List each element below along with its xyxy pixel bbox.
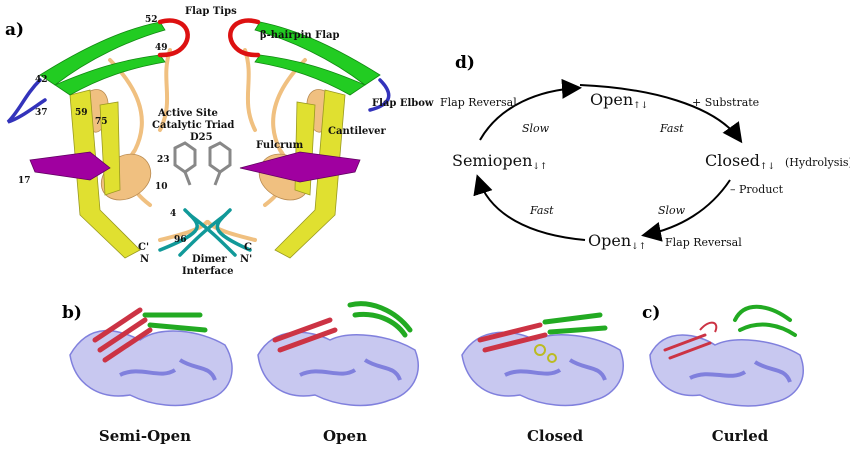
arrow-open-to-closed [579,84,743,144]
flap-tips [157,18,261,58]
state-open-bottom: Open↓↑ [588,231,646,252]
n-terminus: N [140,254,149,265]
protease-structure: a) Flap Tips β-hairpin Flap Flap Elbow A… [5,6,434,277]
flap-elbows [6,78,391,124]
residue-10: 10 [155,182,168,192]
panel-a-label: a) [5,20,24,40]
residue-59: 59 [75,108,88,118]
flap-reversal-top-label: Flap Reversal [440,96,517,109]
structure-curled [649,304,804,407]
hydrolysis-label: (Hydrolysis) [785,156,850,169]
residue-23: 23 [157,155,170,165]
caption-closed: Closed [527,427,584,445]
conformational-cycle: d) Open↑↓ Closed↑↓ (Hydrolysis) Open↓↑ S… [440,53,850,252]
arrow-open-to-semiopen [473,174,586,241]
c-prime-terminus: C' [138,242,149,253]
slow-left-label: Slow [522,122,550,135]
structure-semi-open [69,307,233,407]
cantilever-sheets [29,151,361,183]
n-prime-terminus: N' [240,254,252,265]
conformation-row: b) c) [62,301,804,445]
fulcrum-label: Fulcrum [256,140,304,151]
structure-open [257,301,419,407]
residue-75: 75 [95,117,108,127]
state-open-top: Open↑↓ [590,90,648,111]
fast-right-label: Fast [659,122,684,135]
state-semiopen: Semiopen↓↑ [452,151,547,172]
panel-c-label: c) [642,303,660,323]
beta-hairpin-flap-label: β-hairpin Flap [260,30,340,41]
residue-4: 4 [170,209,176,219]
minus-product-label: – Product [730,183,784,196]
catalytic-triad [173,141,232,186]
residue-17: 17 [18,176,31,186]
interface-label: Interface [182,266,233,277]
cantilever-label: Cantilever [328,126,386,137]
structure-closed [461,312,624,407]
residue-52: 52 [145,15,158,25]
state-closed: Closed↑↓ [705,151,775,172]
flap-reversal-bottom-label: Flap Reversal [665,236,742,249]
caption-semi-open: Semi-Open [99,427,191,445]
flap-tips-label: Flap Tips [185,6,237,17]
residue-37: 37 [35,108,48,118]
residue-49: 49 [155,43,168,53]
c-terminus: C [244,242,252,253]
plus-substrate-label: + Substrate [692,96,759,109]
catalytic-triad-label: Catalytic Triad [152,120,234,131]
slow-right-label: Slow [658,204,686,217]
fast-left-label: Fast [529,204,554,217]
dimer-label: Dimer [192,254,227,265]
flap-elbow-label: Flap Elbow [372,98,434,109]
residue-42: 42 [35,75,48,85]
residue-96: 96 [174,235,187,245]
panel-b-label: b) [62,303,82,323]
caption-curled: Curled [712,427,769,445]
beta-hairpin-flaps [39,21,381,96]
caption-open: Open [323,427,367,445]
dimer-interface [158,208,252,257]
arrow-closed-to-open [641,179,731,242]
panel-d-label: d) [455,53,475,73]
active-site-label: Active Site [157,108,218,119]
arrow-semiopen-to-open [479,78,582,141]
d25-label: D25 [190,132,213,143]
